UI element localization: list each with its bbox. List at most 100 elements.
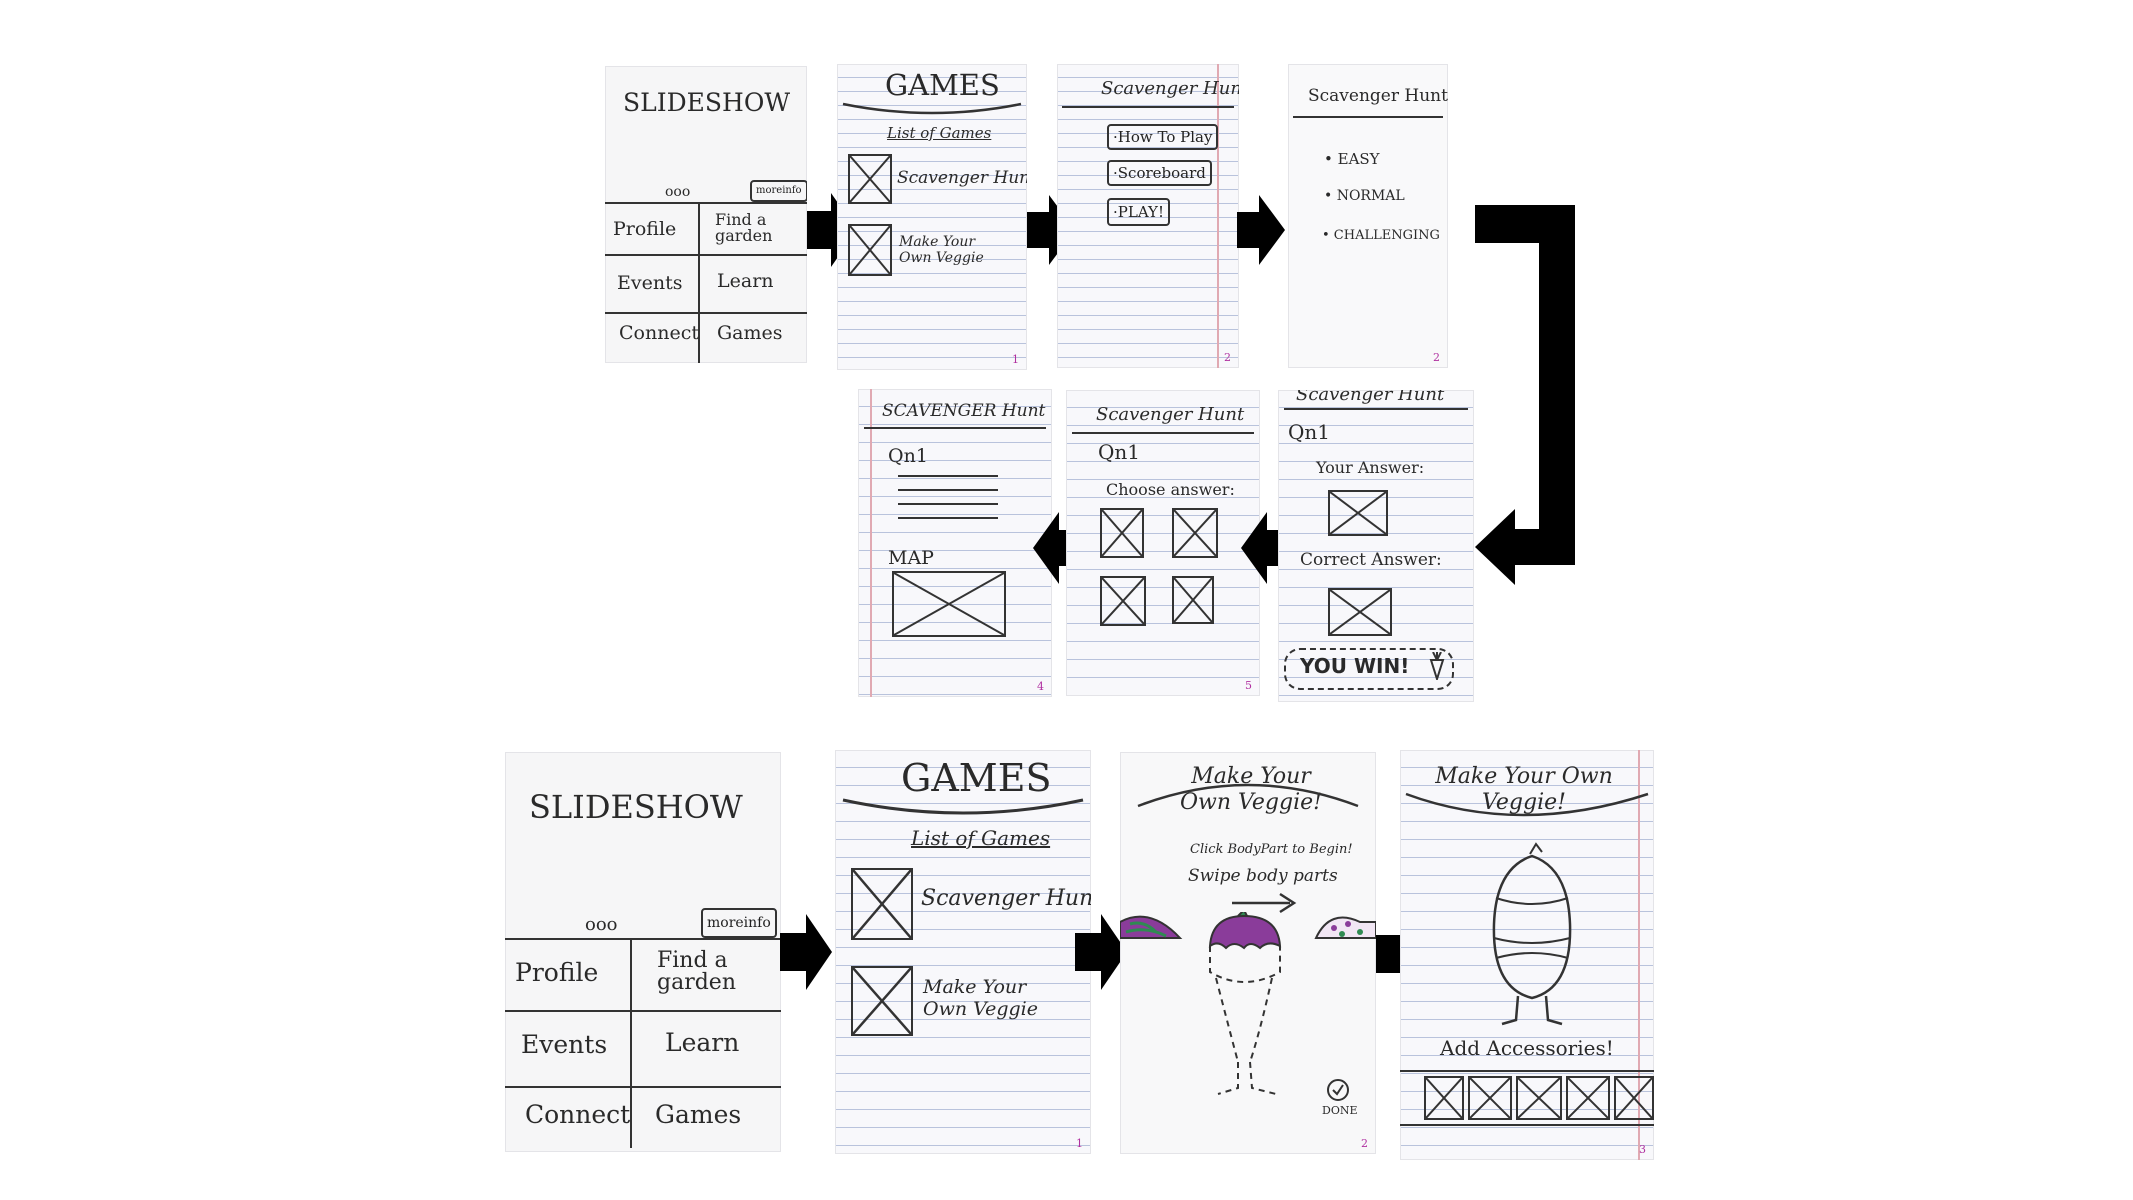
- games-list-card-large: GAMES List of Games Scavenger Hunt Make …: [835, 750, 1091, 1154]
- map-placeholder[interactable]: [892, 571, 1006, 637]
- flow-connector-bracket: [1475, 205, 1575, 585]
- veggie-body-parts[interactable]: [1120, 912, 1376, 1112]
- answer-option-4[interactable]: [1172, 576, 1214, 624]
- done-button[interactable]: DONE: [1322, 1104, 1358, 1117]
- home-screen-card: SLIDESHOW ooo moreinfo Profile Find a ga…: [605, 66, 807, 363]
- page-number: 2: [1433, 351, 1440, 364]
- learn-button[interactable]: Learn: [665, 1028, 740, 1057]
- scoreboard-button[interactable]: ·Scoreboard: [1107, 160, 1212, 186]
- your-answer-label: Your Answer:: [1316, 458, 1425, 477]
- list-of-games-label: List of Games: [911, 826, 1051, 850]
- accessory-slot-1[interactable]: [1424, 1076, 1464, 1120]
- header-curve: [842, 102, 1022, 115]
- answer-option-1[interactable]: [1100, 508, 1144, 558]
- play-button[interactable]: ·PLAY!: [1107, 198, 1170, 226]
- slideshow-label: SLIDESHOW: [529, 788, 743, 826]
- grid-line: [605, 312, 807, 314]
- header-curve: [1405, 792, 1649, 817]
- header-divider: [863, 427, 1047, 429]
- home-screen-card-large: SLIDESHOW ooo moreinfo Profile Find a ga…: [505, 752, 781, 1152]
- swipe-label: Swipe body parts: [1188, 866, 1338, 886]
- veggie-accessories-card: Make Your Own Veggie! Add Accessories! 3: [1400, 750, 1654, 1160]
- events-button[interactable]: Events: [617, 272, 683, 294]
- flow-arrow-right: [1027, 195, 1075, 265]
- make-veggie-link[interactable]: Make Your Own Veggie: [899, 234, 984, 266]
- scavenger-hunt-link[interactable]: Scavenger Hunt: [897, 168, 1027, 188]
- answer-option-2[interactable]: [1172, 508, 1218, 558]
- games-title: GAMES: [885, 68, 1000, 102]
- games-list-card: GAMES List of Games Scavenger Hunt Make …: [837, 64, 1027, 370]
- challenging-option[interactable]: • CHALLENGING: [1322, 228, 1440, 243]
- choose-answer-title: Scavenger Hunt: [1096, 404, 1245, 425]
- accessory-slot-2[interactable]: [1468, 1076, 1512, 1120]
- page-number: 4: [1037, 680, 1044, 693]
- more-info-button[interactable]: moreinfo: [701, 908, 777, 938]
- answer-option-3[interactable]: [1100, 576, 1146, 626]
- carrot-icon: [1428, 651, 1446, 683]
- grid-line: [630, 938, 632, 1148]
- instruction-text: Click BodyPart to Begin!: [1190, 842, 1353, 857]
- grid-line: [505, 938, 781, 940]
- difficulty-card: Scavenger Hunt • EASY • NORMAL • CHALLEN…: [1288, 64, 1448, 368]
- profile-button[interactable]: Profile: [515, 958, 599, 987]
- grid-line: [505, 1086, 781, 1088]
- win-banner: [1284, 648, 1454, 690]
- flow-arrow-right: [807, 193, 857, 267]
- choose-answer-card: Scavenger Hunt Qn1 Choose answer: 5: [1066, 390, 1260, 696]
- grid-line: [605, 254, 807, 256]
- carousel-dots: ooo: [665, 184, 691, 200]
- connect-button[interactable]: Connect: [619, 322, 699, 344]
- more-info-button[interactable]: moreinfo: [750, 180, 807, 202]
- learn-button[interactable]: Learn: [717, 270, 774, 292]
- page-number: 1: [1076, 1137, 1083, 1150]
- scavenger-hunt-link[interactable]: Scavenger Hunt: [921, 886, 1091, 911]
- header-divider: [1062, 106, 1234, 108]
- flow-arrow-right: [1237, 195, 1285, 265]
- accessory-slot-4[interactable]: [1566, 1076, 1610, 1120]
- find-garden-button[interactable]: Find a garden: [715, 210, 773, 245]
- header-divider: [1292, 116, 1444, 118]
- win-text: YOU WIN!: [1300, 654, 1410, 678]
- header-divider: [1283, 408, 1469, 410]
- scavenger-hunt-thumbnail[interactable]: [848, 154, 892, 204]
- page-number: 5: [1245, 679, 1252, 692]
- map-label: MAP: [888, 547, 934, 569]
- make-veggie-thumbnail[interactable]: [848, 224, 892, 276]
- find-garden-button[interactable]: Find a garden: [657, 948, 736, 995]
- result-title: Scavenger Hunt: [1296, 390, 1445, 405]
- how-to-play-button[interactable]: ·How To Play: [1107, 124, 1219, 150]
- games-button[interactable]: Games: [717, 322, 783, 344]
- profile-button[interactable]: Profile: [613, 218, 677, 240]
- question-number: Qn1: [1288, 420, 1331, 444]
- margin-line: [870, 389, 872, 697]
- flow-arrow-right: [780, 914, 832, 990]
- normal-option[interactable]: • NORMAL: [1324, 188, 1405, 204]
- page-number: 3: [1639, 1143, 1646, 1156]
- connect-button[interactable]: Connect: [525, 1100, 631, 1129]
- done-check-icon[interactable]: [1326, 1078, 1350, 1102]
- accessory-slot-5[interactable]: [1614, 1076, 1654, 1120]
- easy-option[interactable]: • EASY: [1324, 150, 1380, 168]
- make-veggie-thumbnail[interactable]: [851, 966, 913, 1036]
- veggie-build-card: Make Your Own Veggie! Click BodyPart to …: [1120, 752, 1376, 1154]
- games-button[interactable]: Games: [655, 1100, 742, 1129]
- add-accessories-label: Add Accessories!: [1440, 1036, 1614, 1060]
- flow-arrow-right: [1075, 914, 1127, 990]
- result-card: Scavenger Hunt Qn1 Your Answer: Correct …: [1278, 390, 1474, 702]
- page-number: 1: [1012, 353, 1019, 366]
- your-answer-box: [1328, 490, 1388, 536]
- accessory-slot-3[interactable]: [1516, 1076, 1562, 1120]
- question-text-line: [898, 475, 998, 477]
- grid-line: [505, 1010, 781, 1012]
- events-button[interactable]: Events: [521, 1030, 608, 1059]
- list-of-games-label: List of Games: [887, 124, 992, 142]
- swipe-arrow-icon: [1232, 892, 1297, 914]
- question-text-line: [898, 517, 998, 519]
- make-veggie-link[interactable]: Make Your Own Veggie: [923, 976, 1038, 1020]
- page-number: 2: [1224, 351, 1231, 364]
- question-text-line: [898, 489, 998, 491]
- question-text-line: [898, 503, 998, 505]
- page-number: 2: [1361, 1137, 1368, 1150]
- scavenger-hunt-thumbnail[interactable]: [851, 868, 913, 940]
- margin-line: [1638, 750, 1640, 1160]
